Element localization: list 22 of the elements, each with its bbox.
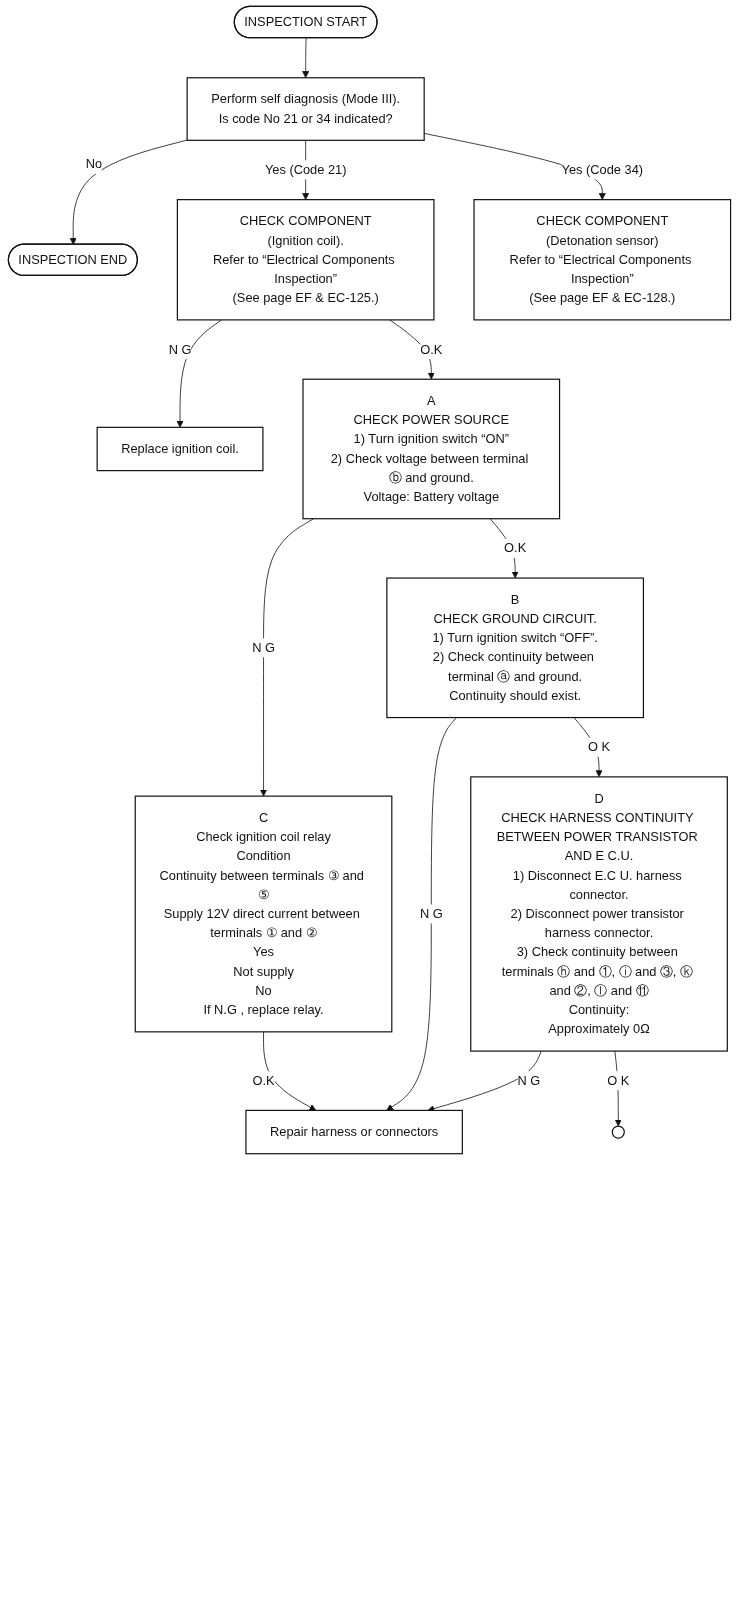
- edge-label: O K: [587, 740, 611, 754]
- node-box: [134, 795, 393, 1033]
- node-box: [302, 378, 561, 520]
- node-box: [386, 577, 645, 719]
- node-box: [470, 776, 728, 1052]
- edge-label: N G: [252, 640, 275, 655]
- edge-label: O K: [607, 1073, 630, 1088]
- node-box: [176, 199, 435, 321]
- edge-label: O.K: [504, 541, 527, 555]
- edge-label: O.K: [252, 1073, 275, 1088]
- node-box: [473, 199, 732, 321]
- edge-label: N G: [517, 1073, 541, 1088]
- edge-label: Yes (Code 34): [561, 162, 644, 177]
- node-box: [186, 77, 425, 141]
- node-box: [96, 426, 264, 472]
- edge-label: N G: [419, 906, 443, 921]
- edge-label: O.K: [420, 342, 443, 356]
- node-circle: [611, 1125, 625, 1139]
- edge-label: No: [85, 157, 103, 171]
- edge-label: N G: [168, 342, 192, 356]
- node-box: [245, 1109, 463, 1155]
- edge-label: Yes (Code 21): [264, 162, 347, 177]
